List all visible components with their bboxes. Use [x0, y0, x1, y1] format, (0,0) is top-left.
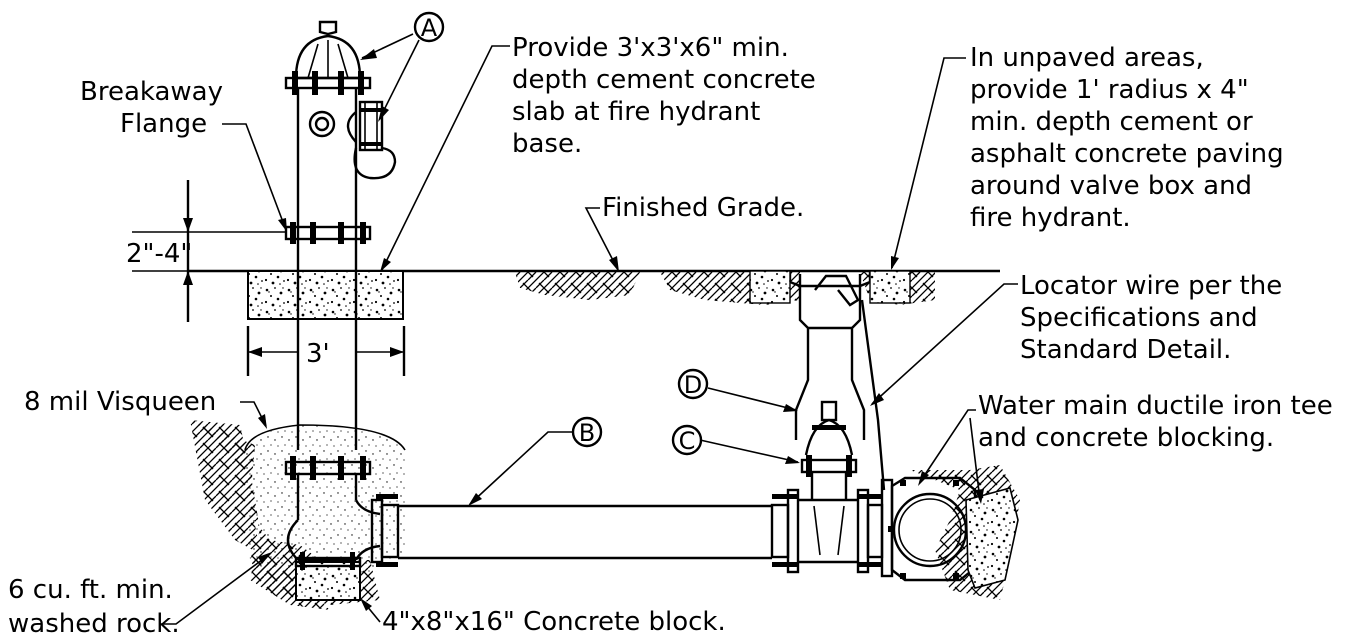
label-unpaved-2: provide 1' radius x 4": [970, 75, 1249, 105]
label-rock-2: washed rock.: [8, 609, 180, 639]
label-finished-grade: Finished Grade.: [602, 193, 804, 223]
label-tee-2: and concrete blocking.: [978, 423, 1274, 453]
svg-text:D: D: [684, 371, 702, 399]
callout-b: B: [571, 416, 603, 448]
label-unpaved-1: In unpaved areas,: [970, 43, 1204, 73]
fire-hydrant: [284, 20, 397, 570]
label-unpaved-4: asphalt concrete paving: [970, 139, 1284, 169]
callout-a: A: [413, 11, 445, 43]
svg-text:A: A: [421, 14, 438, 42]
label-unpaved-5: around valve box and: [970, 171, 1252, 201]
label-visqueen: 8 mil Visqueen: [24, 387, 216, 417]
label-locator-1: Locator wire per the: [1020, 271, 1282, 301]
label-rock-1: 6 cu. ft. min.: [8, 575, 173, 605]
label-slab-3: slab at fire hydrant: [512, 97, 760, 127]
label-locator-2: Specifications and: [1020, 303, 1258, 333]
valve-box: [749, 270, 911, 491]
label-dim-height: 2"-4": [126, 239, 192, 269]
callout-c: C: [671, 424, 703, 456]
label-breakaway-1: Breakaway: [80, 77, 223, 107]
svg-text:C: C: [679, 427, 696, 455]
concrete-block: [295, 561, 361, 601]
gate-valve: [798, 400, 884, 574]
label-dim-width: 3': [306, 339, 330, 369]
leader-lines: [160, 33, 1018, 625]
dimension-lines: [132, 180, 406, 376]
label-breakaway-2: Flange: [120, 109, 207, 139]
label-slab-4: base.: [512, 129, 582, 159]
svg-text:B: B: [579, 419, 595, 447]
concrete-slab: [247, 270, 404, 320]
label-slab-1: Provide 3'x3'x6" min.: [512, 33, 789, 63]
label-unpaved-6: fire hydrant.: [970, 203, 1131, 233]
water-main-tee: [880, 476, 1019, 589]
callout-d: D: [677, 368, 709, 400]
label-locator-3: Standard Detail.: [1020, 335, 1231, 365]
label-slab-2: depth cement concrete: [512, 65, 816, 95]
valve-box-collar-right: [869, 270, 911, 304]
label-concrete-block: 4"x8"x16" Concrete block.: [382, 607, 726, 637]
label-tee-1: Water main ductile iron tee: [978, 391, 1333, 421]
hydrant-lateral-pipe: [370, 488, 800, 574]
valve-box-collar-left: [749, 270, 791, 304]
label-unpaved-3: min. depth cement or: [970, 107, 1253, 137]
